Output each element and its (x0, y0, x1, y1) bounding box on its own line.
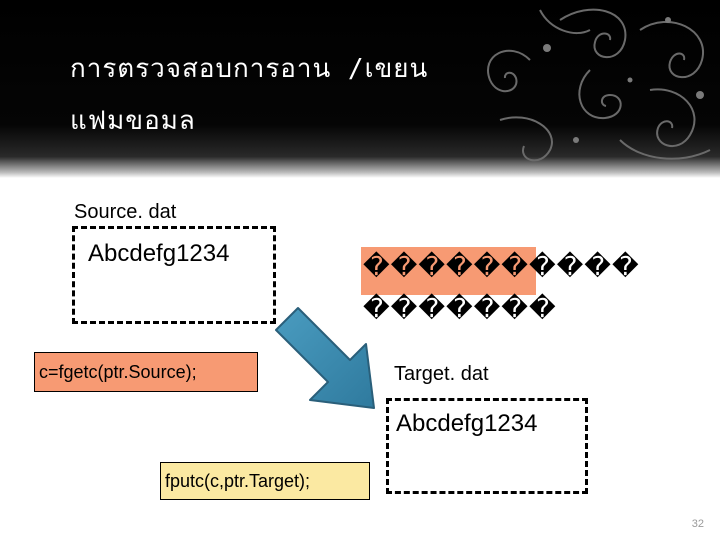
source-file-label: Source. dat (74, 201, 177, 223)
header-banner: การตรวจสอบการอาน /เขยน แฟมขอมล (0, 0, 720, 178)
source-file-content: Abcdefg1234 (88, 240, 230, 267)
target-file-box (386, 398, 588, 494)
slide-title-line1: การตรวจสอบการอาน /เขยน (70, 54, 429, 84)
slide-title-line2: แฟมขอมล (70, 106, 196, 136)
flow-arrow-icon (275, 307, 375, 409)
read-code-box: c=fgetc(ptr.Source); (34, 352, 258, 392)
decorative-swirls (487, 8, 711, 162)
garbled-text-line1: ���������� (363, 252, 640, 282)
target-file-label: Target. dat (394, 363, 489, 385)
target-file-content: Abcdefg1234 (396, 410, 538, 437)
garble-highlight (361, 247, 536, 295)
garbled-text-line2: ������� (363, 294, 557, 324)
page-number: 32 (691, 518, 704, 530)
source-file-box (72, 226, 276, 324)
write-code-box: fputc(c,ptr.Target); (160, 462, 370, 500)
